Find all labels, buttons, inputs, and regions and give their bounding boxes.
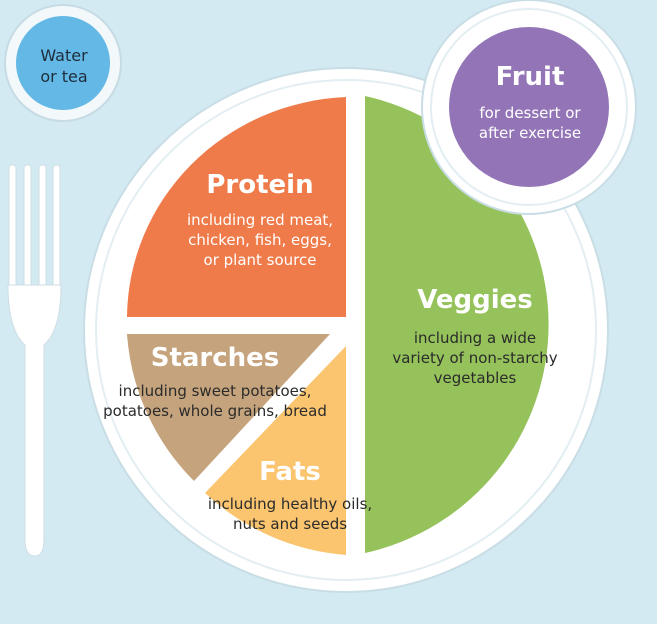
starches-title: Starches bbox=[150, 343, 280, 373]
veggies-title: Veggies bbox=[417, 285, 533, 315]
glass-icon bbox=[4, 4, 122, 122]
starches-description: including sweet potatoes, potatoes, whol… bbox=[103, 382, 327, 420]
fats-section bbox=[205, 346, 346, 555]
protein-section bbox=[127, 97, 346, 317]
fork-icon bbox=[7, 164, 62, 557]
starches-section bbox=[127, 334, 330, 481]
fats-title: Fats bbox=[259, 457, 321, 487]
fruit-description: for dessert or after exercise bbox=[478, 104, 582, 142]
fruit-bowl bbox=[421, 0, 637, 215]
protein-title: Protein bbox=[206, 170, 314, 200]
water-circle bbox=[16, 16, 110, 110]
fruit-circle bbox=[449, 27, 609, 187]
water-label: Water or tea bbox=[40, 46, 88, 86]
fruit-title: Fruit bbox=[495, 62, 565, 92]
protein-description: including red meat, chicken, fish, eggs,… bbox=[186, 211, 334, 269]
veggies-description: including a wide variety of non-starchy … bbox=[392, 329, 558, 387]
fats-description: including healthy oils, nuts and seeds bbox=[207, 495, 373, 533]
